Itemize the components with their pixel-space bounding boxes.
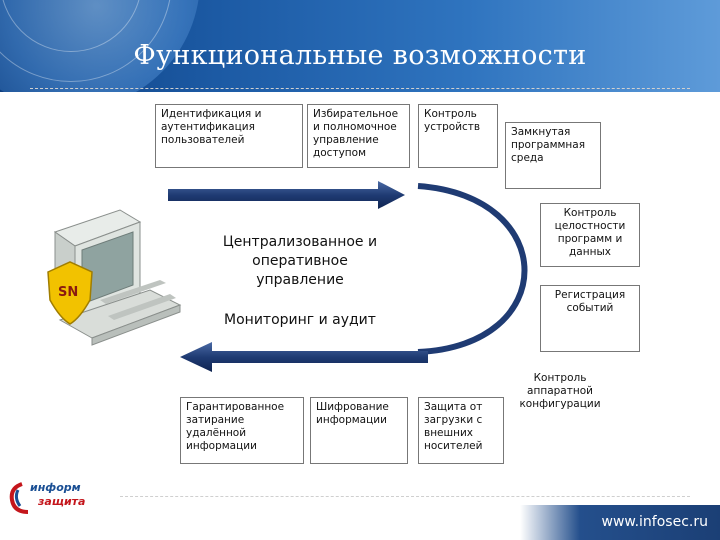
box-identification: Идентификация и аутентификация пользоват… (155, 104, 303, 168)
center-line-2: оперативное (252, 253, 348, 269)
center-line-3: управление (256, 272, 344, 288)
bottom-arrow (180, 342, 428, 372)
curved-arrow (417, 183, 528, 355)
box-event-logging: Регистрация событий (540, 285, 640, 352)
box-access-control: Избирательное и полномочное управление д… (307, 104, 410, 168)
shield-label: SN (58, 285, 78, 300)
computer-illustration (53, 209, 182, 346)
footer-url[interactable]: www.infosec.ru (601, 514, 708, 530)
box-integrity-control: Контроль целостности программ и данных (540, 203, 640, 267)
top-arrow (168, 181, 405, 209)
header-divider (30, 88, 690, 89)
monitoring-label: Мониторинг и аудит (224, 312, 376, 328)
center-line-1: Централизованное и (222, 234, 378, 250)
box-device-control: Контроль устройств (418, 104, 498, 168)
footer-divider (120, 496, 690, 497)
box-secure-erase: Гарантированное затирание удалённой инфо… (180, 397, 304, 464)
box-hardware-config: Контроль аппаратной конфигурации (519, 372, 601, 410)
shield-icon (47, 261, 93, 325)
box-encryption: Шифрование информации (310, 397, 408, 464)
company-logo: информ защита (8, 478, 118, 518)
footer-bar: www.infosec.ru (520, 505, 720, 540)
header-banner: Функциональные возможности (0, 0, 720, 92)
logo-line-2: защита (38, 495, 86, 508)
page-title: Функциональные возможности (133, 40, 587, 71)
box-closed-environment: Замкнутая программная среда (505, 122, 601, 189)
logo-line-1: информ (30, 481, 81, 494)
logo-mark (9, 482, 29, 514)
center-management-label: Централизованное и оперативное управлени… (195, 233, 405, 290)
box-boot-protection: Защита от загрузки с внешних носителей (418, 397, 504, 464)
